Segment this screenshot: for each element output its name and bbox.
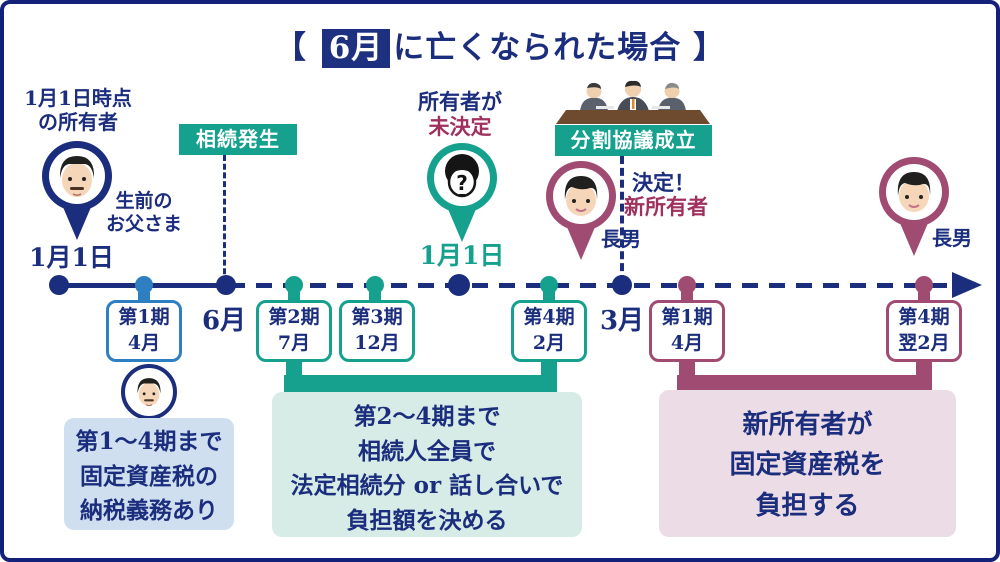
timeline-dot-new-period1 — [678, 276, 696, 294]
period-box-2: 第2期 7月 — [256, 300, 332, 362]
timeline-dot-period3 — [366, 276, 384, 294]
timeline-dashed-segment — [229, 283, 956, 288]
eldest-son-label-2: 長男 — [932, 226, 972, 250]
son-pin-icon-right — [879, 157, 949, 256]
new-owner-label: 新所有者 — [624, 194, 708, 219]
meeting-icon — [556, 80, 710, 124]
period-name: 第1期 — [118, 306, 170, 329]
page-title: 【 6月に亡くなられた場合 】 — [4, 22, 996, 68]
undecided-line1: 所有者が — [418, 89, 502, 114]
period-stem-5 — [681, 292, 693, 303]
timeline-dot-start — [49, 275, 69, 295]
period-stem-4 — [543, 292, 555, 303]
son-pin-icon — [546, 161, 616, 260]
decided-label: 決定！ — [632, 170, 695, 195]
agreement-dashed-line — [620, 156, 624, 283]
bracket-stem-teal-right — [541, 361, 557, 377]
period-box-1: 第1期 4月 — [106, 300, 182, 362]
bracket-stem-maroon-left — [679, 361, 695, 377]
bracket-bar-maroon — [677, 375, 932, 393]
period-month: 12月 — [354, 332, 400, 354]
timeline-dot-new-period4 — [915, 276, 933, 294]
month-label-june: 6月 — [201, 306, 247, 336]
inheritance-dashed-line — [223, 155, 226, 283]
date-jan1-mid: 1月1日 — [419, 241, 505, 270]
note-heirs-share: 第2～4期まで 相続人全員で 法定相続分 or 話し合いで 負担額を決める — [272, 392, 582, 537]
period-month: 4月 — [670, 332, 704, 354]
period-stem-6 — [918, 292, 930, 303]
bracket-bar-teal — [284, 375, 557, 393]
period-month: 4月 — [127, 332, 161, 354]
title-rest: に亡くなられた場合 — [393, 30, 682, 66]
period-month: 2月 — [532, 332, 566, 354]
note-tax-obligation: 第1～4期まで 固定資産税の 納税義務あり — [64, 418, 234, 530]
period-name: 第2期 — [268, 306, 320, 329]
father-pin-icon — [42, 141, 112, 240]
agreement-banner: 分割協議成立 — [555, 125, 712, 156]
son-face-icon — [564, 176, 598, 216]
timeline-dot-period4 — [540, 276, 558, 294]
period-month: 翌2月 — [898, 332, 950, 354]
period-stem-1 — [138, 292, 150, 303]
timeline-dot-period1 — [135, 276, 153, 294]
initial-owner-heading: 1月1日時点 の所有者 — [24, 86, 132, 134]
period-name: 第4期 — [523, 306, 575, 329]
inheritance-banner: 相続発生 — [179, 124, 297, 155]
timeline-dot-march — [612, 275, 632, 295]
bracket-stem-teal-left — [286, 361, 302, 377]
svg-text:?: ? — [456, 171, 468, 195]
period-box-5: 第1期 4月 — [649, 300, 725, 362]
undecided-label: 所有者が 未決定 — [397, 89, 523, 139]
title-month-highlight: 6月 — [321, 29, 391, 68]
period-box-3: 第3期 12月 — [339, 300, 415, 362]
period-month: 7月 — [277, 332, 311, 354]
title-close-bracket: 】 — [681, 30, 726, 66]
timeline-dot-period2 — [285, 276, 303, 294]
period-stem-3 — [369, 292, 381, 303]
period-box-6: 第4期 翌2月 — [886, 300, 962, 362]
date-jan1-left: 1月1日 — [29, 243, 114, 272]
eldest-son-label-1: 長男 — [601, 227, 641, 251]
father-face-icon — [59, 156, 95, 197]
month-label-march: 3月 — [599, 306, 645, 336]
period-name: 第3期 — [351, 306, 403, 329]
timeline-dot-june — [216, 275, 236, 295]
period-box-4: 第4期 2月 — [511, 300, 587, 362]
bracket-stem-maroon-right — [916, 361, 932, 377]
father-caption: 生前の お父さま — [105, 190, 182, 235]
undecided-line2: 未決定 — [428, 114, 492, 140]
father-avatar — [121, 364, 177, 420]
period-name: 第4期 — [898, 306, 950, 329]
question-face-icon: ? — [445, 154, 479, 198]
father-face-icon — [137, 378, 161, 407]
note-new-owner-pays: 新所有者が 固定資産税を 負担する — [659, 390, 956, 537]
period-name: 第1期 — [661, 306, 713, 329]
period-stem-2 — [288, 292, 300, 303]
question-pin-icon: ? — [427, 143, 497, 242]
timeline-arrow-icon — [952, 272, 982, 298]
timeline-dot-jan1 — [448, 274, 470, 296]
son-face-icon — [897, 172, 931, 212]
title-open-bracket: 【 — [274, 30, 319, 66]
